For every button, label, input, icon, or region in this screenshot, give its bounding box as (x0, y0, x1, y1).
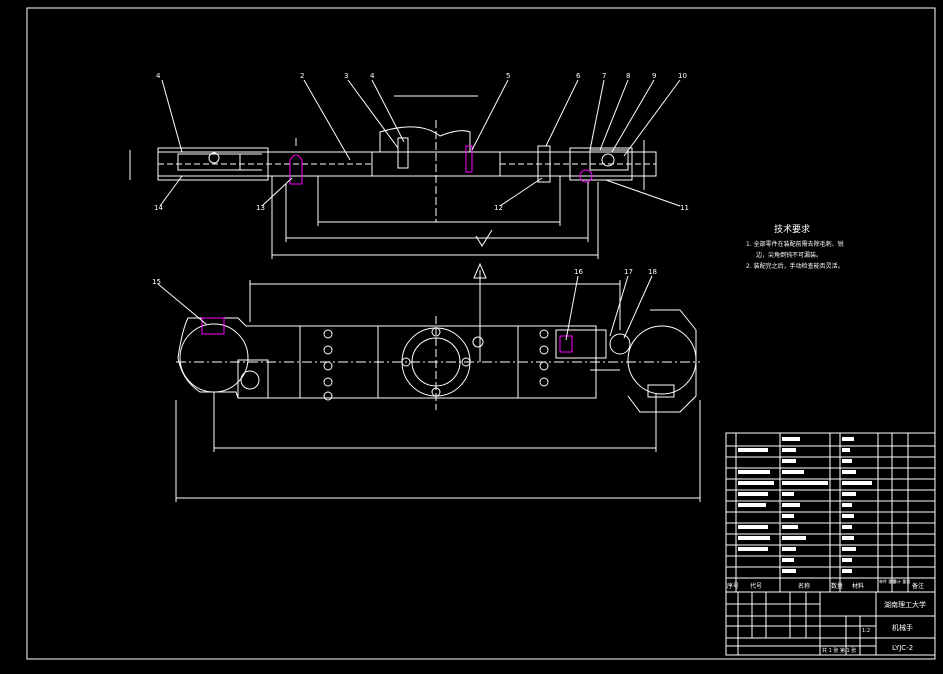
bom-header: 备注 (912, 582, 924, 590)
drawing-scale: 1:2 (862, 628, 870, 634)
drawing-name: 机械手 (892, 623, 913, 632)
bom-header: 名称 (798, 582, 810, 590)
balloon-label: 8 (626, 72, 630, 80)
bom-header: 序号 (727, 582, 739, 590)
balloon-label: 3 (344, 72, 348, 80)
balloon-label: 4 (370, 72, 375, 80)
bom-header: 材料 (852, 582, 864, 590)
balloon-label: 14 (154, 204, 163, 212)
bom-header: 数量 (831, 582, 843, 590)
outer-border (26, 7, 936, 660)
title-block-text: 序号 代号 名称 数量 材料 单件 重量 总计 重量 备注 湖南理工大学 机械手… (727, 578, 926, 654)
balloon-label: 6 (576, 72, 581, 80)
sheet-count: 共 1 张 第 1 张 (822, 647, 856, 654)
balloon-label: 11 (680, 204, 689, 212)
drawing-number: LYJC-2 (892, 644, 913, 652)
balloon-label: 4 (156, 72, 161, 80)
balloon-label: 13 (256, 204, 265, 212)
bom-header: 总计 重量 (893, 578, 910, 584)
front-view (129, 79, 681, 259)
balloon-label: 5 (506, 72, 510, 80)
bom-header: 单件 重量 (879, 578, 896, 584)
balloon-label: 15 (152, 278, 161, 286)
balloon-label: 16 (574, 268, 583, 276)
balloons-bottom: 15 16 17 18 (152, 268, 657, 286)
balloons-top: 4 2 3 4 5 6 7 8 9 10 11 12 13 14 (154, 72, 689, 212)
bom-entries (738, 437, 872, 573)
tech-requirement-line: 1. 全部零件在装配前需去除毛刺、锐 (746, 240, 844, 248)
title-block (725, 432, 936, 656)
balloon-label: 2 (300, 72, 304, 80)
balloon-label: 10 (678, 72, 687, 80)
tech-requirement-line: 2. 装配完之后，手动检查能否灵活。 (746, 262, 844, 270)
tech-requirements-title: 技术要求 (774, 223, 810, 235)
bom-header: 代号 (750, 582, 762, 590)
balloon-label: 9 (652, 72, 656, 80)
tech-requirements: 技术要求 1. 全部零件在装配前需去除毛刺、锐 边，尖角倒钝不可漏装。 2. 装… (746, 223, 844, 270)
plan-view (157, 262, 701, 502)
school-name: 湖南理工大学 (884, 600, 926, 609)
balloon-label: 17 (624, 268, 633, 276)
balloon-label: 12 (494, 204, 503, 212)
tech-requirement-line: 边，尖角倒钝不可漏装。 (756, 251, 822, 259)
balloon-label: 7 (602, 72, 606, 80)
balloon-label: 18 (648, 268, 657, 276)
